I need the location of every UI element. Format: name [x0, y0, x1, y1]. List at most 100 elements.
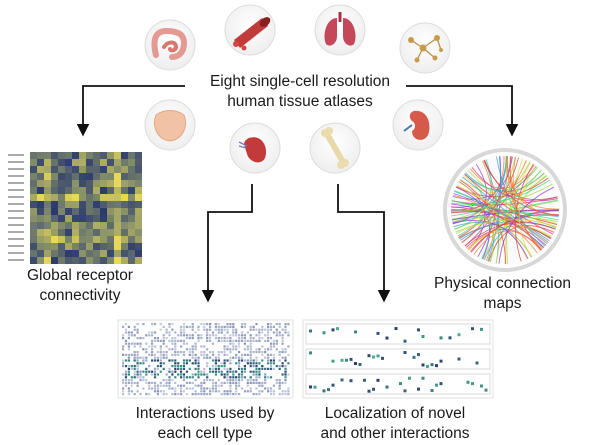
localization-dot [421, 376, 425, 380]
localization-dot [309, 351, 312, 355]
interaction-cell [238, 337, 241, 340]
interaction-cell [226, 367, 229, 370]
heatmap-cell [114, 187, 121, 194]
interaction-cell [130, 342, 133, 345]
heatmap-row-label [8, 259, 24, 261]
interaction-cell [284, 376, 287, 379]
interaction-cell [171, 393, 174, 396]
interaction-cell [235, 334, 238, 337]
heatmap-cell [37, 201, 44, 208]
interaction-cell [130, 365, 133, 368]
interaction-cell [145, 351, 148, 354]
interaction-cell [272, 345, 275, 348]
interaction-cell [182, 379, 186, 382]
heatmap-cell [107, 166, 114, 173]
interaction-cell [130, 334, 133, 337]
interaction-cell [261, 353, 264, 356]
chord-link [454, 200, 559, 230]
interaction-cell [243, 342, 246, 345]
interaction-cell [191, 362, 194, 365]
heatmap-cell [79, 243, 86, 250]
heatmap-cell [107, 187, 114, 194]
interaction-cell [185, 393, 188, 396]
interaction-cell [171, 353, 174, 356]
interaction-cell [240, 323, 244, 326]
interaction-cell [226, 390, 229, 393]
heatmap-cell [72, 222, 79, 229]
interaction-cell [243, 325, 246, 328]
chord-link [461, 156, 512, 243]
heatmap-cell [79, 201, 86, 208]
interaction-cell [159, 384, 162, 387]
heatmap-cell [135, 229, 142, 236]
interaction-cell [206, 393, 209, 396]
interaction-cell [281, 351, 284, 354]
interaction-cell [136, 381, 139, 384]
chord-link [452, 220, 529, 259]
interaction-cell [124, 339, 128, 342]
interaction-cell [211, 342, 215, 345]
interaction-cell [243, 365, 246, 368]
localization-dot [354, 330, 357, 334]
heatmap-cell [100, 257, 107, 264]
interaction-cell [124, 342, 128, 345]
interaction-cell [258, 376, 261, 379]
interaction-cell [206, 387, 209, 390]
interaction-cell [287, 331, 290, 334]
interaction-cell [133, 359, 136, 362]
interaction-cell [229, 362, 232, 365]
interaction-cell [232, 356, 235, 359]
localization-dot [372, 387, 375, 391]
interaction-cell [217, 325, 220, 328]
interaction-cell [281, 362, 284, 365]
interaction-cell [235, 339, 238, 342]
localization-dot [435, 364, 438, 368]
interaction-cell [232, 370, 235, 373]
interaction-cell [249, 325, 252, 328]
interaction-cell [217, 323, 220, 326]
interaction-cell [136, 337, 139, 340]
interaction-cell [203, 328, 206, 331]
heatmap-cell [51, 236, 58, 243]
interaction-cell [223, 337, 226, 340]
interaction-cell [191, 376, 194, 379]
interaction-cell [217, 328, 220, 331]
heatmap-cell [72, 236, 79, 243]
heatmap-cell [72, 173, 79, 180]
interaction-cell [258, 351, 261, 354]
interaction-cell [261, 337, 264, 340]
interaction-cell [278, 325, 281, 328]
intestine-icon [144, 19, 196, 71]
localization-dot [439, 336, 443, 340]
interaction-cell [255, 379, 258, 382]
interaction-cell [229, 390, 232, 393]
interaction-cell [194, 353, 197, 356]
heatmap-cell [128, 257, 135, 264]
interaction-cell [240, 356, 244, 359]
heatmap-cell [128, 222, 135, 229]
interaction-cell [162, 353, 165, 356]
interaction-cell [206, 373, 209, 376]
interaction-cell [243, 337, 246, 340]
localization-panel [302, 319, 494, 399]
interaction-cell [174, 342, 177, 345]
interaction-cell [264, 381, 267, 384]
interaction-cell [214, 390, 217, 393]
interaction-cell [249, 359, 252, 362]
interaction-cell [238, 376, 241, 379]
interaction-cell [200, 353, 203, 356]
interaction-cell [223, 367, 226, 370]
heatmap-cell [58, 159, 65, 166]
heatmap-cell [128, 166, 135, 173]
label-localization: Localization of novel and other interact… [320, 405, 470, 442]
interaction-cell [264, 373, 267, 376]
heatmap-cell [135, 201, 142, 208]
interaction-cell [240, 379, 244, 382]
interaction-cell [148, 370, 151, 373]
interaction-cell [211, 384, 215, 387]
heatmap-cell [65, 215, 72, 222]
interaction-cell [229, 376, 232, 379]
interaction-cell [226, 331, 229, 334]
interaction-cell [275, 331, 278, 334]
heatmap-cell [107, 250, 114, 257]
